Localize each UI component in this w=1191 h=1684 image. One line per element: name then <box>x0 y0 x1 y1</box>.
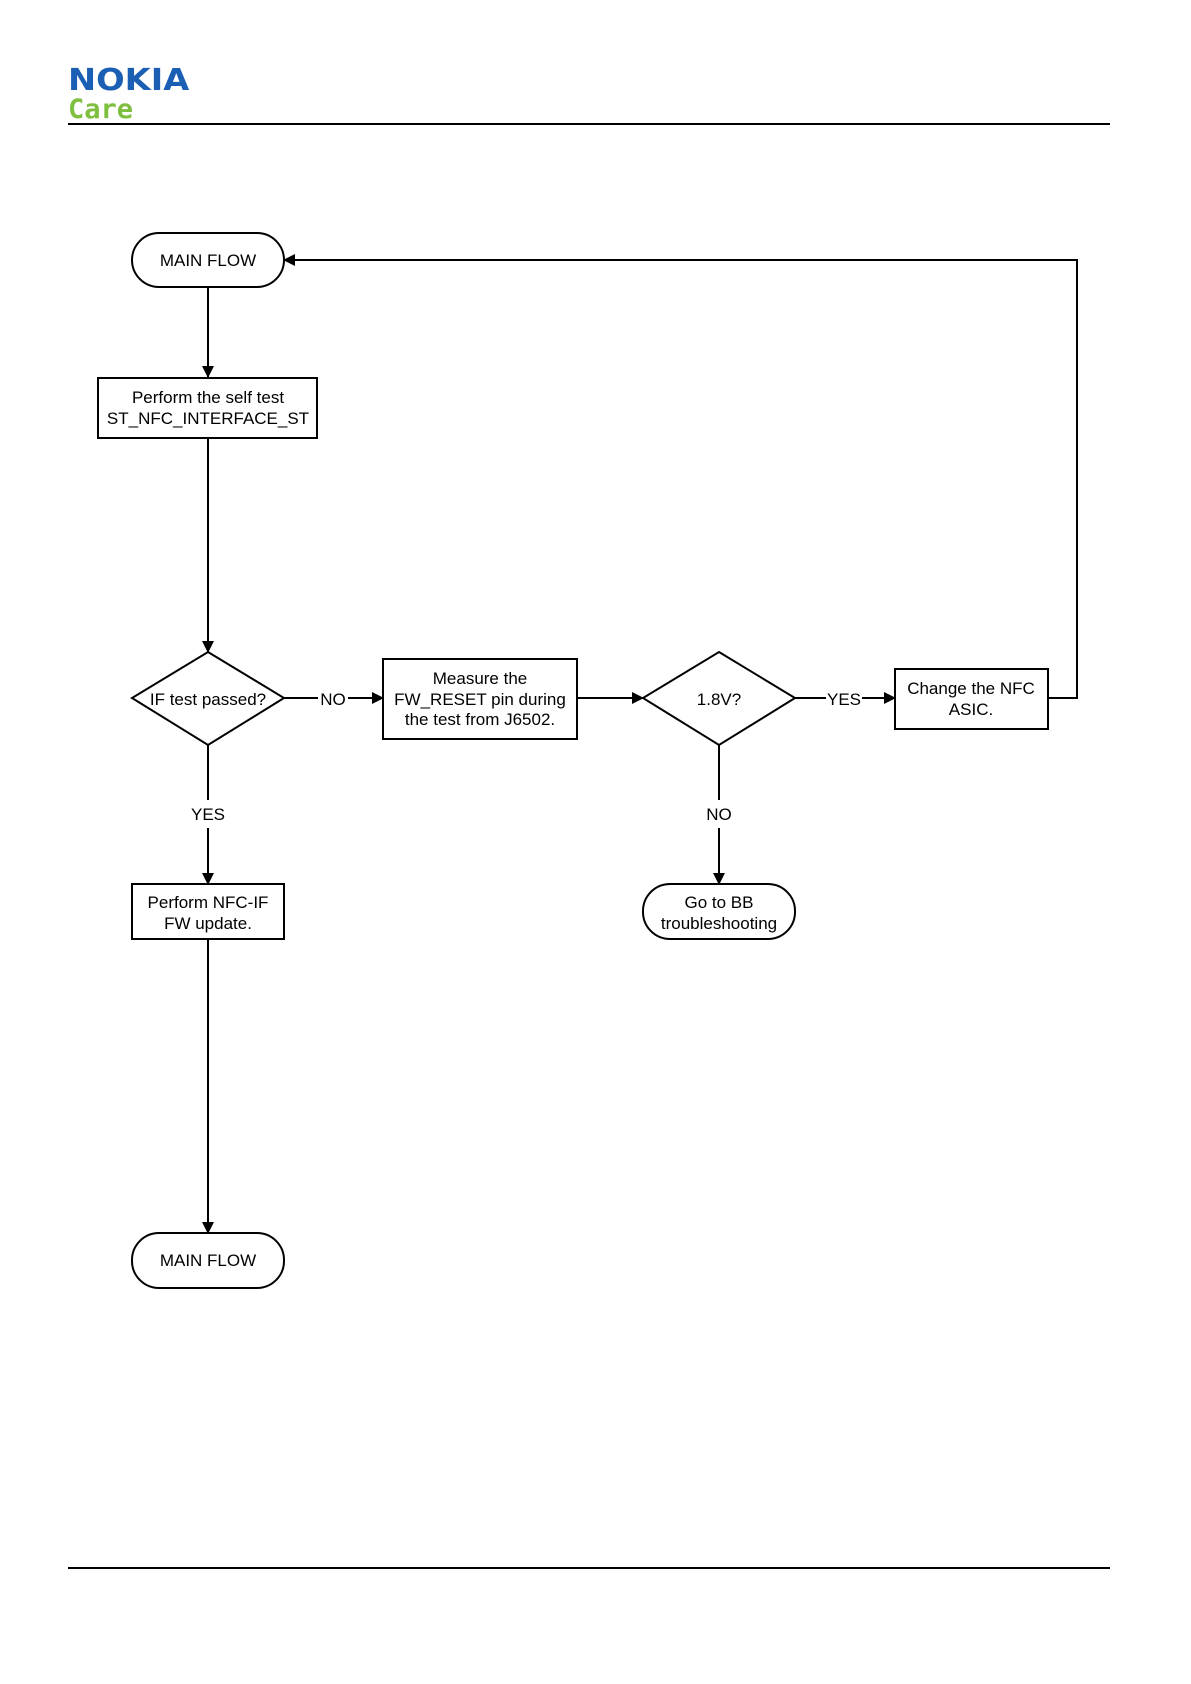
change-asic-line-1: Change the NFC <box>907 679 1035 698</box>
edge-label-yes-2: YES <box>827 690 861 709</box>
decision-test-label: IF test passed? <box>150 690 266 709</box>
measure-line-3: the test from J6502. <box>405 710 555 729</box>
self-test-line-1: Perform the self test <box>132 388 284 407</box>
edge-label-yes-1: YES <box>191 805 225 824</box>
fw-update-line-1: Perform NFC-IF <box>148 893 269 912</box>
measure-line-2: FW_RESET pin during <box>394 690 566 709</box>
start-terminal-label: MAIN FLOW <box>160 251 256 270</box>
end-terminal-label: MAIN FLOW <box>160 1251 256 1270</box>
goto-bb-line-1: Go to BB <box>685 893 754 912</box>
fw-update-line-2: FW update. <box>164 914 252 933</box>
edge-label-no-1: NO <box>320 690 346 709</box>
change-asic-line-2: ASIC. <box>949 700 993 719</box>
measure-line-1: Measure the <box>433 669 528 688</box>
self-test-box <box>98 378 317 438</box>
edge-label-no-2: NO <box>706 805 732 824</box>
self-test-line-2: ST_NFC_INTERFACE_ST <box>107 409 309 428</box>
footer-divider <box>68 1567 1110 1569</box>
goto-bb-line-2: troubleshooting <box>661 914 777 933</box>
edge-asic-back-to-main <box>284 260 1077 698</box>
change-asic-box <box>895 669 1048 729</box>
decision-voltage-label: 1.8V? <box>697 690 741 709</box>
